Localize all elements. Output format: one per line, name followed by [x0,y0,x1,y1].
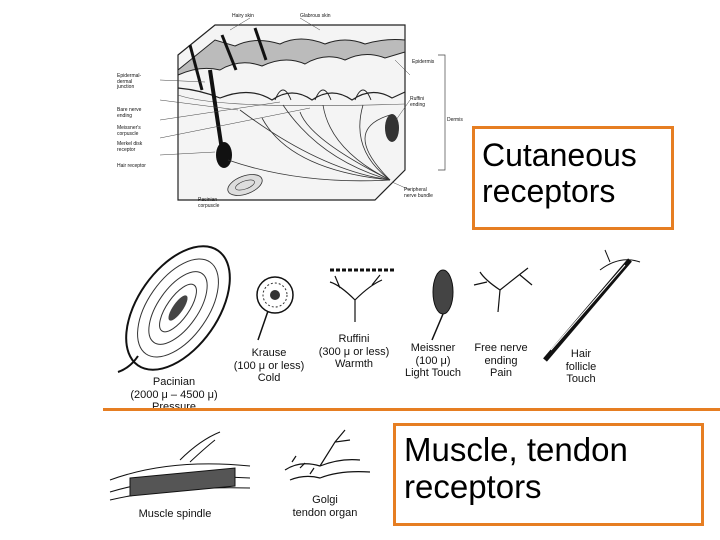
label-golgi-tendon-organ: Golgi tendon organ [292,494,358,519]
label-dermis: Dermis [447,117,463,123]
cutaneous-receptors-callout: Cutaneous receptors [472,126,674,230]
label-krause: Krause (100 μ or less) Cold [233,347,305,385]
label-bare-nerve-ending: Bare nerve ending [117,107,142,119]
label-hair-follicle: Hair follicle Touch [565,348,597,386]
free-nerve-ending-drawing [473,267,533,313]
pacinian-drawing [117,245,231,373]
hair-follicle-drawing [543,249,641,362]
golgi-tendon-organ-drawing [284,429,371,481]
separator-line [103,408,720,411]
label-glabrous-skin: Glabrous skin [300,13,331,19]
label-epidermis: Epidermis [412,59,435,65]
label-ruffini-ending: Ruffini ending [410,96,426,108]
muscle-spindle-drawing [109,431,251,501]
label-free-nerve-ending: Free nerve ending Pain [474,342,528,380]
label-ruffini: Ruffini (300 μ or less) Warmth [318,333,390,371]
muscle-tendon-receptors-callout: Muscle, tendon receptors [393,423,704,526]
label-meissners-corpuscle: Meissner's corpuscle [117,125,141,137]
label-muscle-spindle: Muscle spindle [138,508,212,520]
label-hair-receptor: Hair receptor [117,163,146,169]
krause-drawing [256,276,294,341]
label-epidermal-dermal-junction: Epidermal- dermal junction [117,73,142,90]
label-merkel-disk-receptor: Merkel disk receptor [117,141,143,153]
label-peripheral-nerve-bundle: Peripheral nerve bundle [404,187,433,199]
label-meissner: Meissner (100 μ) Light Touch [404,342,462,380]
label-hairy-skin: Hairy skin [232,13,254,19]
label-pacinian-corpuscle: Pacinian corpuscle [198,197,220,209]
meissner-drawing [431,269,454,341]
ruffini-drawing [329,268,395,322]
